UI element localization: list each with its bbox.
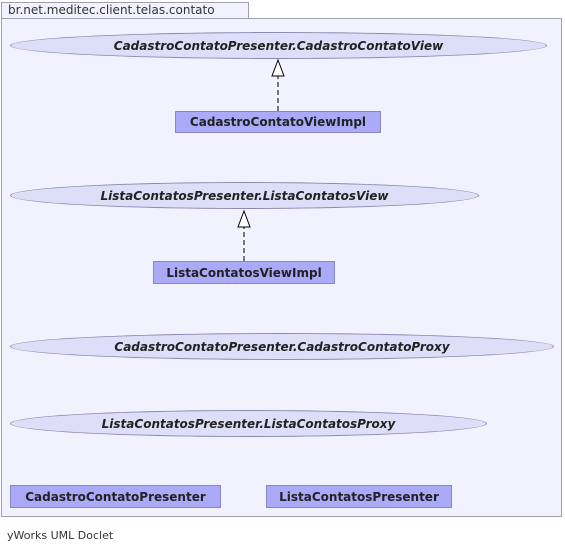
interface-cadastro-contato-view-label: CadastroContatoPresenter.CadastroContato… xyxy=(113,38,444,53)
interface-lista-contatos-proxy-label: ListaContatosPresenter.ListaContatosProx… xyxy=(101,416,396,431)
footer-credit: yWorks UML Doclet xyxy=(7,529,114,542)
interface-cadastro-contato-proxy[interactable]: CadastroContatoPresenter.CadastroContato… xyxy=(10,333,554,360)
package-name: br.net.meditec.client.telas.contato xyxy=(8,3,215,17)
class-cadastro-contato-view-impl-label: CadastroContatoViewImpl xyxy=(189,115,367,129)
class-lista-contatos-view-impl[interactable]: ListaContatosViewImpl xyxy=(153,261,335,284)
interface-lista-contatos-view-label: ListaContatosPresenter.ListaContatosView xyxy=(100,188,389,203)
interface-cadastro-contato-view[interactable]: CadastroContatoPresenter.CadastroContato… xyxy=(10,32,547,59)
class-cadastro-contato-presenter-label: CadastroContatoPresenter xyxy=(25,489,206,504)
class-lista-contatos-presenter[interactable]: ListaContatosPresenter xyxy=(266,485,452,508)
class-lista-contatos-presenter-label: ListaContatosPresenter xyxy=(279,489,439,504)
interface-cadastro-contato-proxy-label: CadastroContatoPresenter.CadastroContato… xyxy=(114,339,450,354)
class-cadastro-contato-view-impl[interactable]: CadastroContatoViewImpl xyxy=(175,111,381,133)
interface-lista-contatos-view[interactable]: ListaContatosPresenter.ListaContatosView xyxy=(10,182,479,209)
package-tab: br.net.meditec.client.telas.contato xyxy=(1,2,249,18)
interface-lista-contatos-proxy[interactable]: ListaContatosPresenter.ListaContatosProx… xyxy=(10,410,487,437)
class-cadastro-contato-presenter[interactable]: CadastroContatoPresenter xyxy=(10,485,221,508)
class-lista-contatos-view-impl-label: ListaContatosViewImpl xyxy=(166,265,322,280)
